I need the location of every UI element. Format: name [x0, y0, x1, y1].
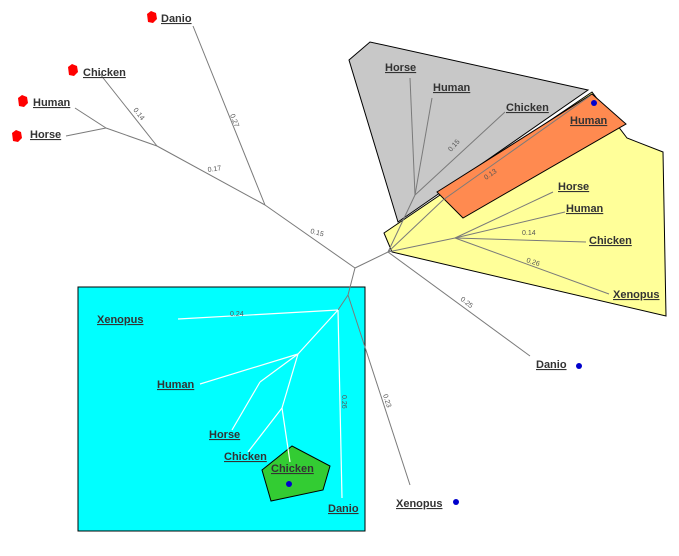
- branch-length-cyan-danio: 0.26: [340, 395, 347, 409]
- blue-markers: [286, 100, 597, 505]
- taxon-label: Human: [157, 379, 195, 391]
- top-left-branches: [65, 25, 356, 269]
- branch-length-tl-main: 0.17: [207, 165, 222, 174]
- branch-length-yellow-xenopus: 0.26: [525, 257, 540, 268]
- branch-length-danio-top: 0.27: [228, 113, 240, 128]
- taxon-label: Horse: [558, 181, 589, 193]
- red-hexagon-marker-icon: [147, 11, 157, 23]
- taxon-label: Xenopus: [613, 289, 659, 301]
- blue-dot-marker-icon: [453, 499, 459, 505]
- taxon-label: Xenopus: [396, 498, 442, 510]
- taxon-label: Human: [433, 82, 471, 94]
- red-markers: [12, 11, 157, 142]
- branch-length-yellow-chicken: 0.14: [522, 230, 536, 237]
- yellow-clade-region: [383, 91, 667, 317]
- red-hexagon-marker-icon: [18, 95, 28, 107]
- right-branches: [354, 77, 610, 357]
- red-hexagon-marker-icon: [12, 130, 22, 142]
- taxon-label: Human: [570, 115, 608, 127]
- branch-length-bottom-xenopus: 0.23: [381, 393, 392, 408]
- green-clade-region: [261, 445, 331, 502]
- branch-length-right-danio: 0.25: [459, 296, 474, 310]
- taxon-label: Human: [33, 97, 71, 109]
- taxon-label: Chicken: [589, 235, 632, 247]
- taxon-label: Danio: [536, 359, 567, 371]
- taxon-label: Danio: [161, 13, 192, 25]
- taxon-label: Xenopus: [97, 314, 143, 326]
- taxon-label: Chicken: [271, 463, 314, 475]
- branch-length-cyan-xenopus: 0.24: [230, 311, 244, 318]
- blue-dot-marker-icon: [576, 363, 582, 369]
- cyan-branches: [177, 267, 411, 499]
- taxon-label: Chicken: [506, 102, 549, 114]
- taxon-label: Horse: [385, 62, 416, 74]
- taxon-labels: Danio Chicken Human Horse Horse Human Ch…: [30, 13, 659, 515]
- branch-length-chicken-top: 0.14: [131, 107, 145, 122]
- taxon-label: Horse: [209, 429, 240, 441]
- branch-length-main-center: 0.15: [309, 228, 324, 238]
- blue-dot-marker-icon: [591, 100, 597, 106]
- orange-clade-region: [436, 93, 627, 219]
- red-hexagon-marker-icon: [68, 64, 78, 76]
- blue-dot-marker-icon: [286, 481, 292, 487]
- taxon-label: Human: [566, 203, 604, 215]
- taxon-label: Chicken: [83, 67, 126, 79]
- taxon-label: Horse: [30, 129, 61, 141]
- taxon-label: Danio: [328, 503, 359, 515]
- grey-clade-region: [348, 41, 590, 223]
- taxon-label: Chicken: [224, 451, 267, 463]
